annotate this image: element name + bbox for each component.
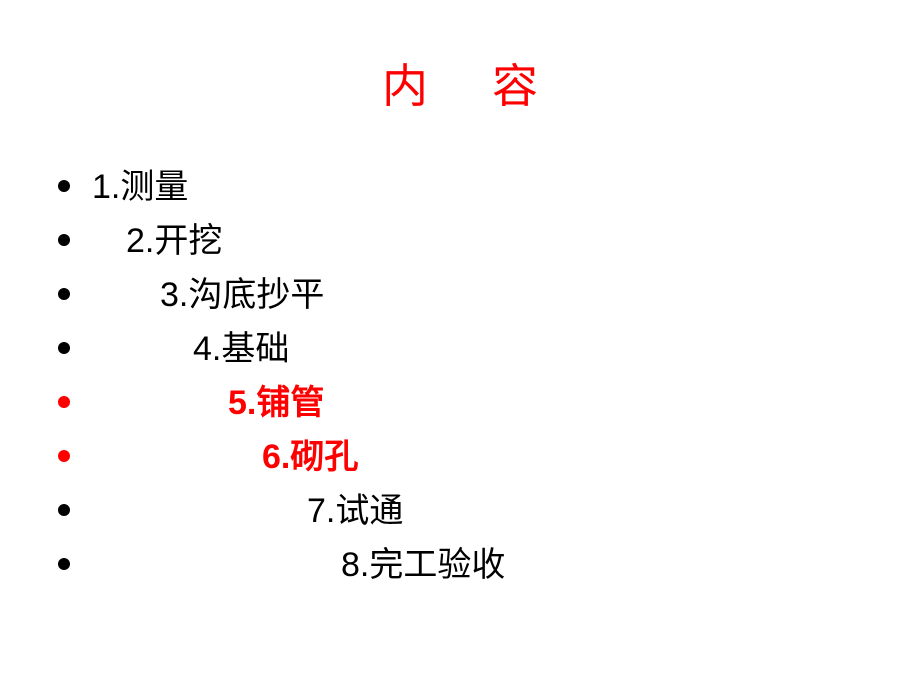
list-item: 2.开挖 (0, 214, 920, 268)
slide-title-part-2: 容 (492, 59, 538, 113)
bullet-icon (58, 396, 70, 408)
slide-title-part-1: 内 (382, 59, 428, 113)
list-item-label: 4.基础 (193, 330, 290, 368)
bullet-icon (58, 234, 70, 246)
bullet-icon (58, 180, 70, 192)
list-item-highlighted: 6.砌孔 (0, 430, 920, 484)
list-item-highlighted: 5.铺管 (0, 376, 920, 430)
slide-title: 内容 (0, 56, 920, 116)
bullet-icon (58, 450, 70, 462)
bullet-icon (58, 558, 70, 570)
bullet-icon (58, 342, 70, 354)
list-item-label: 2.开挖 (126, 222, 223, 260)
bullet-icon (58, 504, 70, 516)
list-item: 3.沟底抄平 (0, 268, 920, 322)
bullet-icon (58, 288, 70, 300)
list-item: 4.基础 (0, 322, 920, 376)
list-item: 7.试通 (0, 484, 920, 538)
list-item: 1.测量 (0, 160, 920, 214)
list-item-label: 8.完工验收 (341, 546, 506, 584)
list-item-label: 3.沟底抄平 (160, 276, 325, 314)
list-item: 8.完工验收 (0, 538, 920, 592)
list-item-label: 1.测量 (92, 168, 189, 206)
list-item-label: 5.铺管 (228, 384, 325, 422)
list-item-label: 6.砌孔 (262, 438, 359, 476)
list-item-label: 7.试通 (307, 492, 404, 530)
